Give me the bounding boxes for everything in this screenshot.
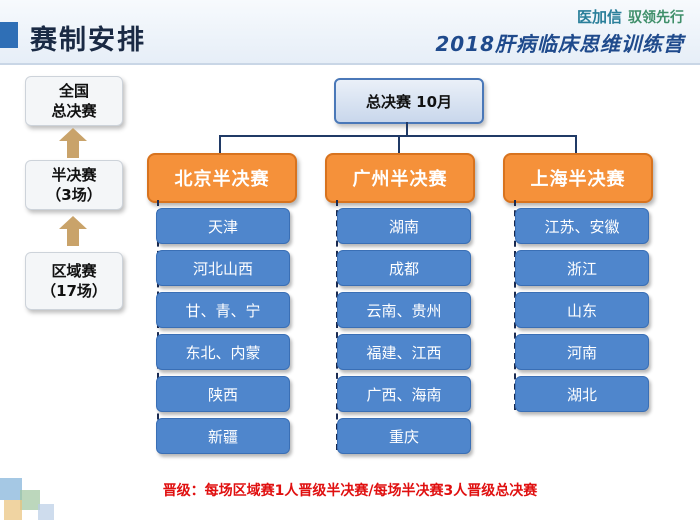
region-box: 湖南 xyxy=(337,208,471,244)
region-box: 天津 xyxy=(156,208,290,244)
camp-title: 2018肝病临床思维训练营 xyxy=(435,32,684,56)
region-box: 广西、海南 xyxy=(337,376,471,412)
stage-final: 全国 总决赛 xyxy=(25,76,123,126)
promotion-note: 晋级：每场区域赛1人晋级半决赛/每场半决赛3人晋级总决赛 xyxy=(162,483,538,499)
region-box: 甘、青、宁 xyxy=(156,292,290,328)
region-box: 浙江 xyxy=(515,250,649,286)
stage-regional-line1: 区域赛 xyxy=(51,262,97,280)
region-box: 河南 xyxy=(515,334,649,370)
stage-semi-line1: 半决赛 xyxy=(51,166,97,184)
stage-regional: 区域赛 （17场） xyxy=(25,252,123,310)
connector-shanghai xyxy=(575,135,577,153)
connector-beijing xyxy=(219,135,221,153)
region-box: 成都 xyxy=(337,250,471,286)
brand-logo: 医加信驭领先行 xyxy=(577,6,684,27)
semi-shanghai: 上海半决赛 xyxy=(503,153,653,203)
final-box: 总决赛 10月 xyxy=(334,78,484,124)
stage-semi-line2: （3场） xyxy=(46,186,102,204)
up-arrow-icon xyxy=(59,216,87,246)
region-box: 湖北 xyxy=(515,376,649,412)
semi-beijing: 北京半决赛 xyxy=(147,153,297,203)
stage-final-line2: 总决赛 xyxy=(51,102,97,120)
brand-slogan: 驭领先行 xyxy=(628,10,684,26)
up-arrow-icon xyxy=(59,128,87,158)
decorative-corner-image xyxy=(0,478,54,520)
region-box: 云南、贵州 xyxy=(337,292,471,328)
region-box: 江苏、安徽 xyxy=(515,208,649,244)
region-box: 东北、内蒙 xyxy=(156,334,290,370)
header-divider xyxy=(0,63,700,65)
connector-final-down xyxy=(406,122,408,136)
region-box: 陕西 xyxy=(156,376,290,412)
stage-semi: 半决赛 （3场） xyxy=(25,160,123,210)
region-box: 福建、江西 xyxy=(337,334,471,370)
stage-regional-line2: （17场） xyxy=(41,282,107,300)
header-bar: 赛制安排 医加信驭领先行 2018肝病临床思维训练营 xyxy=(0,0,700,64)
page-title: 赛制安排 xyxy=(30,25,146,56)
region-box: 河北山西 xyxy=(156,250,290,286)
semi-guangzhou: 广州半决赛 xyxy=(325,153,475,203)
region-box: 新疆 xyxy=(156,418,290,454)
brand-name: 医加信 xyxy=(576,8,622,26)
connector-guangzhou xyxy=(398,135,400,153)
stage-final-line1: 全国 xyxy=(58,82,89,100)
title-accent-bar xyxy=(0,22,18,48)
region-box: 重庆 xyxy=(337,418,471,454)
region-box: 山东 xyxy=(515,292,649,328)
